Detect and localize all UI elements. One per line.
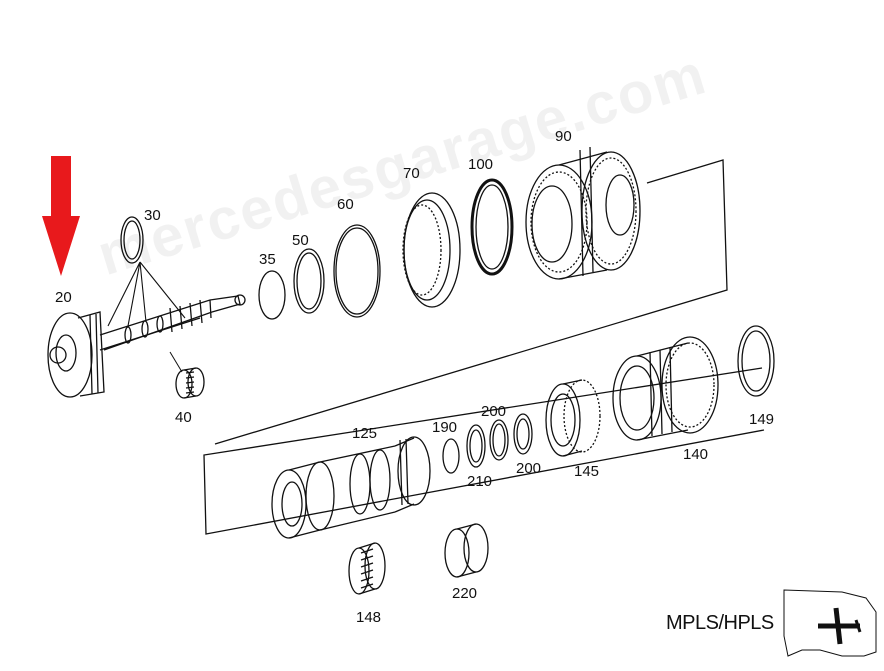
part-50-washer (293, 248, 325, 314)
red-arrow-icon (42, 156, 80, 276)
part-210-ring (489, 419, 509, 461)
part-148-bearing (348, 542, 386, 595)
part-200-ring-b (513, 413, 533, 455)
label-140: 140 (683, 446, 709, 463)
part-220-sleeve (444, 523, 489, 578)
label-90: 90 (555, 128, 572, 145)
label-148: 148 (356, 609, 382, 626)
label-60: 60 (337, 196, 354, 213)
part-200-ring-a (466, 424, 486, 468)
part-140-gear (612, 336, 719, 441)
label-149: 149 (749, 411, 775, 428)
part-40-bearing (175, 367, 205, 399)
label-35: 35 (259, 251, 276, 268)
transmission-thumbnail-icon (783, 589, 877, 657)
label-220: 220 (452, 585, 478, 602)
part-149-washer (737, 325, 775, 397)
label-30: 30 (144, 207, 161, 224)
part-35-snapring (258, 270, 286, 320)
label-210: 210 (467, 473, 493, 490)
label-200-bottom: 200 (516, 460, 542, 477)
part-20-shaft (47, 294, 246, 398)
part-100-snapring (470, 178, 514, 276)
label-20: 20 (55, 289, 72, 306)
label-190: 190 (432, 419, 458, 436)
label-200-top: 200 (481, 403, 507, 420)
part-90-gear-assembly (525, 146, 641, 280)
part-60-snapring (333, 224, 381, 318)
part-30-ring (120, 216, 144, 264)
label-70: 70 (403, 165, 420, 182)
transmission-caption: MPLS/HPLS (666, 612, 774, 634)
part-70-sync-ring (402, 192, 461, 308)
part-190-snapring (442, 438, 460, 474)
label-50: 50 (292, 232, 309, 249)
label-125: 125 (352, 425, 378, 442)
part-125-hollow-shaft (271, 436, 431, 539)
label-145: 145 (574, 463, 600, 480)
label-100: 100 (468, 156, 494, 173)
part-145-gear (545, 379, 601, 457)
label-40: 40 (175, 409, 192, 426)
upper-frame (214, 159, 728, 445)
lower-frame (203, 367, 765, 535)
